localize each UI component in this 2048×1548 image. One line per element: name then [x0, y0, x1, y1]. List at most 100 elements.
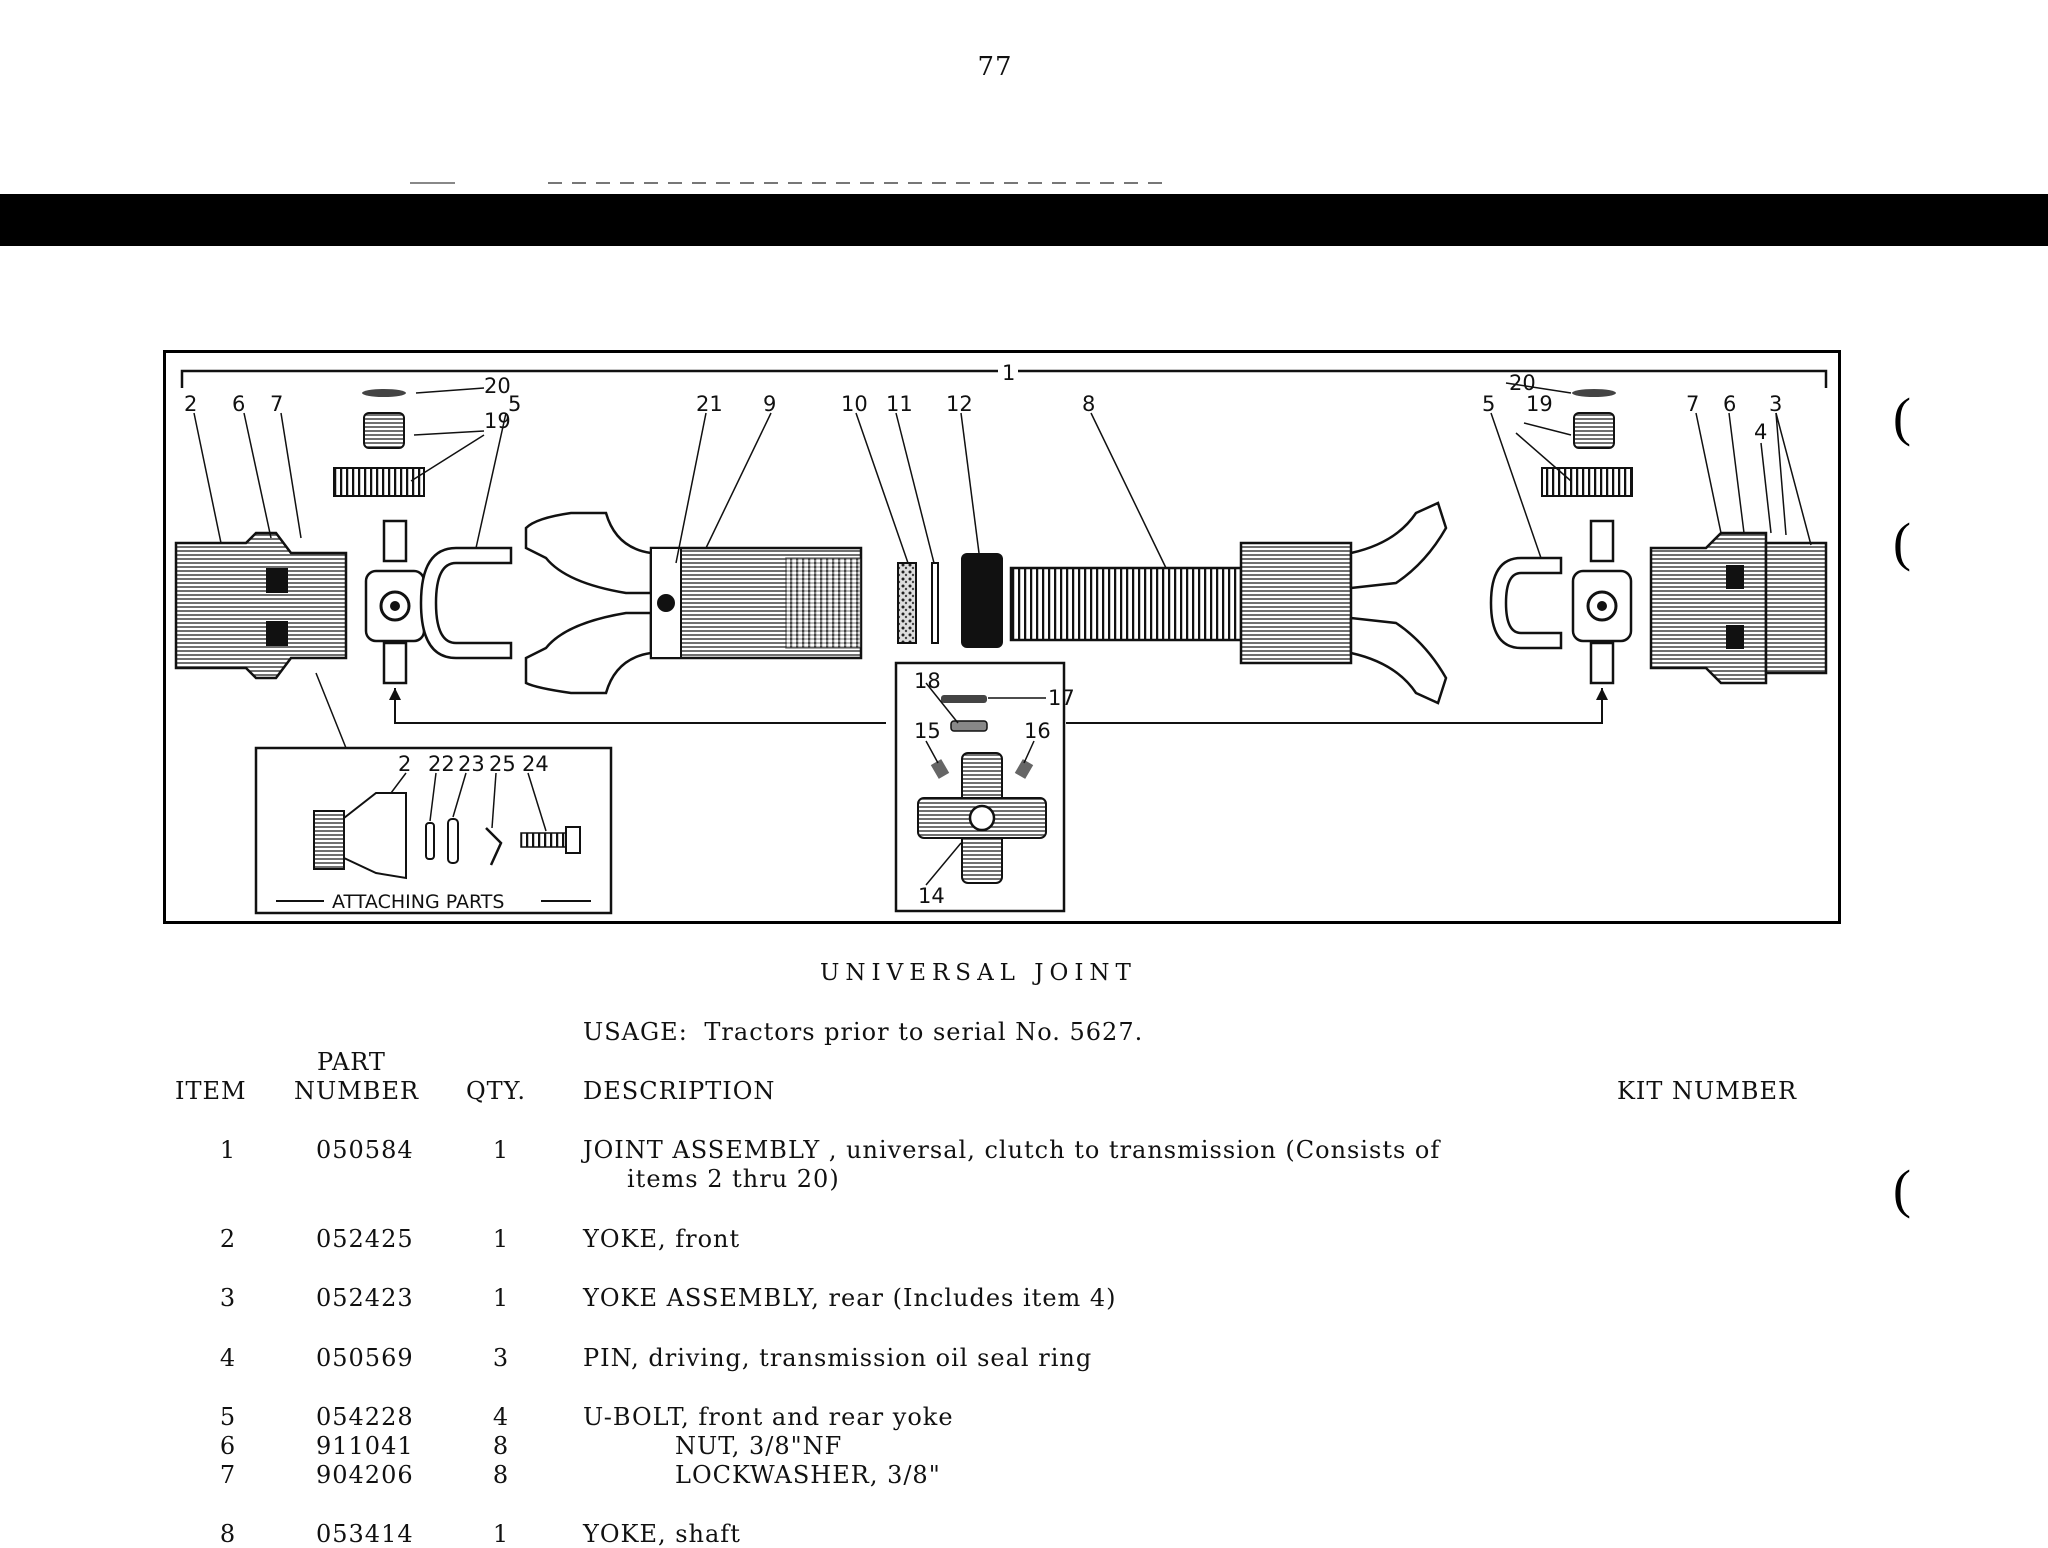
callout-23: 23 — [458, 752, 485, 776]
row-3-part: 052423 — [316, 1284, 414, 1312]
scan-mark: ( — [1893, 1159, 1911, 1219]
washer — [931, 562, 939, 644]
row-6-qty: 8 — [492, 1432, 510, 1460]
bearing-cup-left — [363, 412, 405, 449]
row-8-item: 8 — [219, 1520, 237, 1548]
right-cross-journal — [1571, 519, 1633, 685]
header-description: DESCRIPTION — [583, 1077, 776, 1105]
universal-joint-drawing: 1 — [174, 361, 1828, 915]
row-2-qty: 1 — [492, 1225, 510, 1253]
row-5-part: 054228 — [316, 1403, 414, 1431]
row-1-description-cont: items 2 thru 20) — [627, 1165, 840, 1193]
callout-25: 25 — [489, 752, 516, 776]
callout-11: 11 — [886, 392, 913, 416]
front-yoke-part — [174, 531, 348, 680]
assembly-bracket — [180, 369, 1828, 388]
header-part-bottom: NUMBER — [294, 1077, 420, 1105]
scan-mark: ( — [1893, 387, 1911, 447]
row-7-description: LOCKWASHER, 3/8" — [675, 1461, 941, 1489]
row-2-part: 052425 — [316, 1225, 414, 1253]
attaching-leader — [315, 672, 347, 749]
callout-19-left: 19 — [484, 409, 511, 433]
dust-cap — [961, 553, 1003, 648]
callout-16: 16 — [1024, 719, 1051, 743]
leader-lines — [193, 382, 1812, 886]
sleeve-yoke — [524, 511, 863, 695]
seal-right — [1572, 389, 1616, 397]
callout-7: 7 — [270, 392, 283, 416]
scan-border-band — [0, 194, 2048, 246]
callout-8: 8 — [1082, 392, 1095, 416]
needle-bearing-right — [1541, 467, 1633, 497]
callout-17: 17 — [1048, 686, 1075, 710]
scan-artifact — [410, 182, 455, 184]
row-6-item: 6 — [219, 1432, 237, 1460]
cork-washer — [897, 562, 917, 644]
row-7-part: 904206 — [316, 1461, 414, 1489]
row-3-qty: 1 — [492, 1284, 510, 1312]
row-1-part: 050584 — [316, 1136, 414, 1164]
header-part-top: PART — [317, 1048, 386, 1076]
row-4-part: 050569 — [316, 1344, 414, 1372]
usage-label: USAGE: — [583, 1018, 688, 1046]
row-5-item: 5 — [219, 1403, 237, 1431]
callout-18: 18 — [914, 669, 941, 693]
header-kit-number: KIT NUMBER — [1617, 1077, 1798, 1105]
callout-5-left: 5 — [508, 392, 521, 416]
row-4-description: PIN, driving, transmission oil seal ring — [583, 1344, 1093, 1372]
row-8-description: YOKE, shaft — [583, 1520, 741, 1548]
page-number: 77 — [977, 52, 1013, 82]
callout-10: 10 — [841, 392, 868, 416]
usage-line: USAGE: Tractors prior to serial No. 5627… — [583, 1018, 1143, 1046]
callout-22: 22 — [428, 752, 455, 776]
cross-detail-drawing — [917, 695, 1047, 884]
callout-14: 14 — [918, 884, 945, 908]
callout-2: 2 — [184, 392, 197, 416]
row-1-qty: 1 — [492, 1136, 510, 1164]
header-qty: QTY. — [466, 1077, 527, 1105]
callout-3: 3 — [1769, 392, 1782, 416]
needle-bearing-left — [333, 467, 425, 497]
row-2-description: YOKE, front — [583, 1225, 741, 1253]
bearing-cup-right — [1573, 412, 1615, 449]
row-7-qty: 8 — [492, 1461, 510, 1489]
exploded-view-illustration: 1 — [163, 350, 1841, 924]
figure-caption: UNIVERSAL JOINT — [820, 960, 1137, 986]
callout-7-right: 7 — [1686, 392, 1699, 416]
callout-20-left: 20 — [484, 374, 511, 398]
callout-15: 15 — [914, 719, 941, 743]
callout-6-right: 6 — [1723, 392, 1736, 416]
callout-4: 4 — [1754, 420, 1767, 444]
row-1-description: JOINT ASSEMBLY , universal, clutch to tr… — [583, 1136, 1441, 1164]
callout-19-right: 19 — [1526, 392, 1553, 416]
callout-9: 9 — [763, 392, 776, 416]
row-8-qty: 1 — [492, 1520, 510, 1548]
callout-24: 24 — [522, 752, 549, 776]
rear-yoke-part — [1649, 531, 1828, 685]
callout-5-right: 5 — [1482, 392, 1495, 416]
callout-12: 12 — [946, 392, 973, 416]
u-bolt-left — [419, 546, 513, 660]
callout-2-attach: 2 — [398, 752, 411, 776]
attaching-parts-drawing — [313, 792, 581, 880]
row-8-part: 053414 — [316, 1520, 414, 1548]
left-cross-journal — [364, 519, 426, 685]
shaft-yoke — [1009, 501, 1448, 705]
row-1-item: 1 — [219, 1136, 237, 1164]
row-2-item: 2 — [219, 1225, 237, 1253]
callout-1: 1 — [1002, 361, 1015, 385]
attaching-parts-label: ATTACHING PARTS — [332, 891, 504, 913]
row-6-description: NUT, 3/8"NF — [675, 1432, 843, 1460]
scan-artifact — [548, 182, 1168, 184]
row-5-qty: 4 — [492, 1403, 510, 1431]
scan-mark: ( — [1893, 512, 1911, 572]
row-3-item: 3 — [219, 1284, 237, 1312]
row-4-item: 4 — [219, 1344, 237, 1372]
usage-text: Tractors prior to serial No. 5627. — [704, 1018, 1144, 1046]
row-4-qty: 3 — [492, 1344, 510, 1372]
u-bolt-right — [1489, 556, 1563, 650]
seal-left — [362, 389, 406, 397]
row-3-description: YOKE ASSEMBLY, rear (Includes item 4) — [583, 1284, 1117, 1312]
header-item: ITEM — [175, 1077, 247, 1105]
row-7-item: 7 — [219, 1461, 237, 1489]
